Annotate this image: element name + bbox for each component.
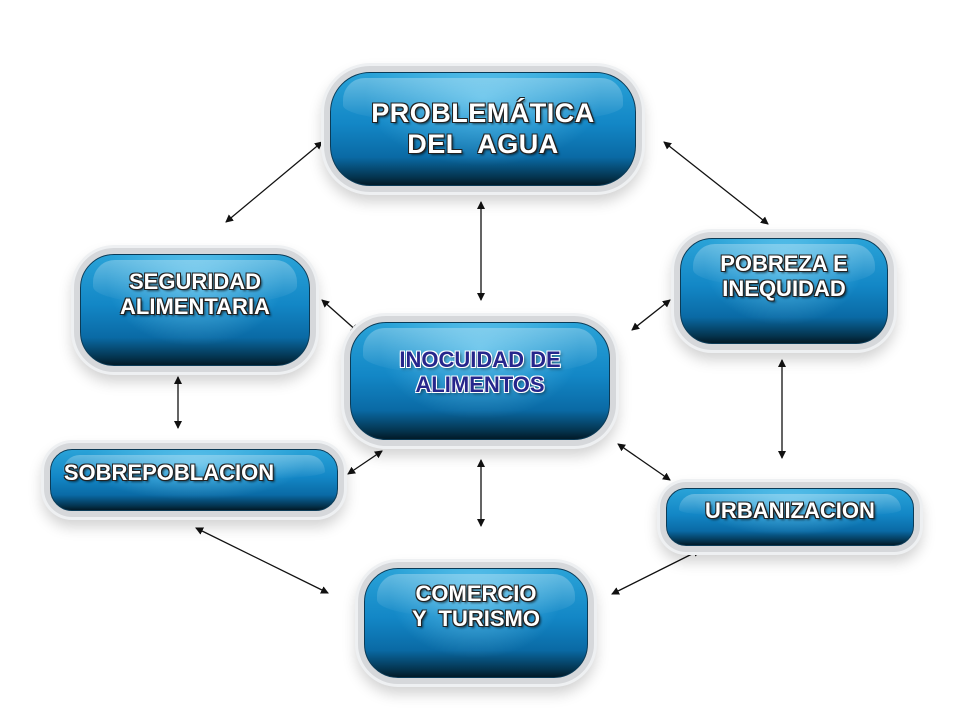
node-seguridad-line2: ALIMENTARIA (120, 294, 270, 320)
arrow-problematica-seguridad (225, 141, 323, 223)
node-urbanizacion-line1: URBANIZACION (705, 498, 875, 523)
arrow-seguridad-inocuidad (321, 299, 359, 333)
node-seguridad-line1: SEGURIDAD (128, 269, 261, 294)
node-pobreza-line1: POBREZA E (720, 251, 848, 276)
node-comercio-y-turismo: COMERCIO Y TURISMO (364, 568, 588, 678)
arrow-sobrepoblacion-comercio (195, 527, 329, 594)
node-problematica-line2: DEL AGUA (407, 129, 559, 159)
node-comercio-line2: Y TURISMO (412, 606, 540, 632)
node-inocuidad-line2: ALIMENTOS (415, 372, 545, 398)
arrow-comercio-urbanizacion (611, 549, 701, 595)
node-seguridad-alimentaria: SEGURIDAD ALIMENTARIA (80, 254, 310, 366)
node-sobrepoblacion: SOBREPOBLACION (50, 449, 338, 511)
node-problematica-del-agua: PROBLEMÁTICA DEL AGUA (330, 72, 636, 186)
arrow-inocuidad-urbanizacion (617, 443, 671, 481)
node-inocuidad-line1: INOCUIDAD DE (399, 347, 561, 372)
node-comercio-line1: COMERCIO (415, 581, 537, 606)
arrow-inocuidad-pobreza (631, 299, 671, 331)
node-urbanizacion: URBANIZACION (666, 488, 914, 546)
arrow-inocuidad-sobrepoblacion (347, 450, 383, 475)
node-sobrepoblacion-line1: SOBREPOBLACION (63, 460, 275, 485)
arrow-problematica-pobreza (663, 141, 769, 225)
node-inocuidad-de-alimentos: INOCUIDAD DE ALIMENTOS (350, 322, 610, 440)
node-pobreza-line2: INEQUIDAD (722, 276, 846, 302)
node-problematica-line1: PROBLEMÁTICA (371, 97, 595, 128)
node-pobreza-e-inequidad: POBREZA E INEQUIDAD (680, 238, 888, 344)
